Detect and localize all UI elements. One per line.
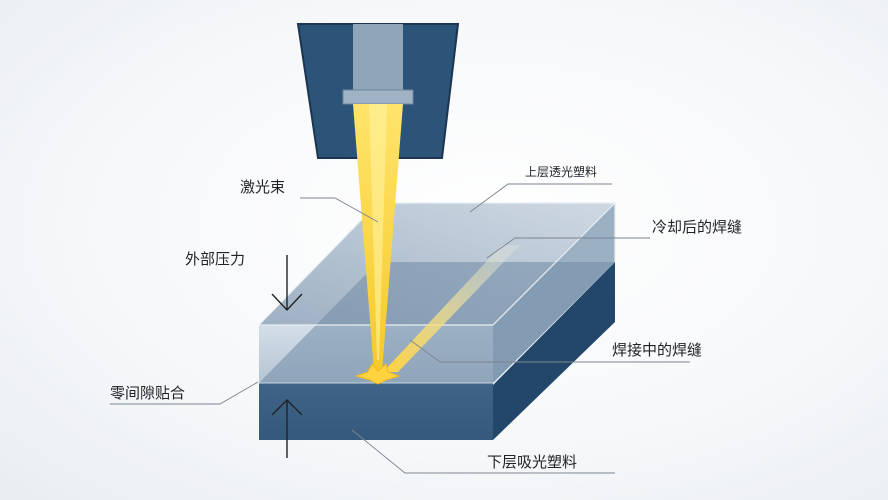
- leader-upper-plastic: [469, 183, 612, 213]
- leader-laser-beam: [300, 197, 379, 223]
- lower-layer-front: [259, 383, 493, 440]
- upper-layer-edge: [258, 202, 616, 326]
- label-cooled-weld-seam: 冷却后的焊缝: [652, 218, 743, 236]
- nozzle-inner-tube: [353, 24, 403, 94]
- label-lower-absorbing-plastic: 下层吸光塑料: [487, 453, 578, 471]
- upper-side-edge: [492, 202, 616, 326]
- label-upper-transparent-plastic: 上层透光塑料: [525, 165, 598, 179]
- label-laser-beam: 激光束: [240, 178, 286, 196]
- label-zero-gap-fit: 零间隙贴合: [110, 384, 186, 402]
- label-welding-seam: 焊接中的焊缝: [612, 341, 703, 359]
- up-arrow-icon: [271, 399, 303, 458]
- weld-spot: [354, 363, 401, 385]
- lower-layer-side: [493, 262, 615, 440]
- leader-zero-gap: [110, 381, 259, 405]
- label-external-pressure: 外部压力: [185, 250, 246, 268]
- nozzle-collar: [342, 89, 414, 105]
- leader-cooled-seam: [486, 237, 650, 259]
- down-arrow-icon: [271, 255, 303, 312]
- leader-lower-plastic: [351, 429, 615, 474]
- weld-seam: [383, 245, 520, 372]
- leader-welding-seam: [409, 339, 690, 363]
- laser-beam-core: [369, 104, 387, 360]
